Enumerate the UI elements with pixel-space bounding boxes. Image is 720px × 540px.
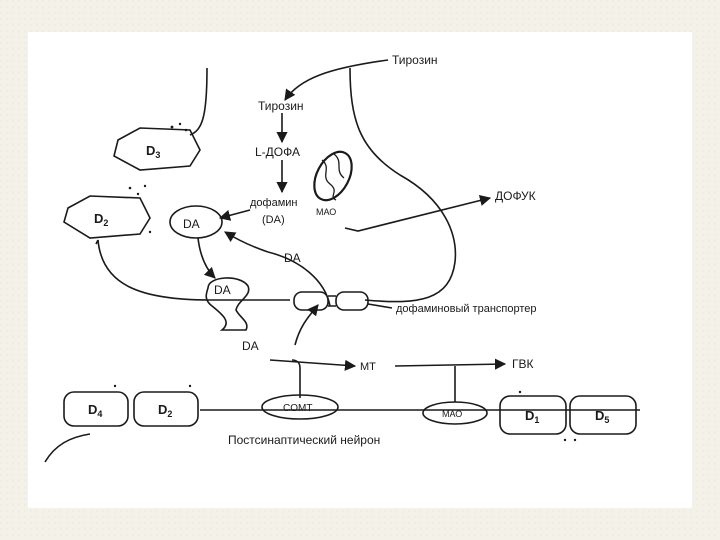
dopamine-vesicle [169,205,223,239]
postsynaptic-neuron-label: Постсинаптический нейрон [228,433,380,447]
d2-postsynaptic-receptor [133,391,199,427]
dopamine-transporter [293,291,369,311]
dopamine-to-vesicle-arrow [218,209,251,221]
gvk-label: ГВК [512,357,534,371]
d4-receptor [63,391,129,427]
mao-to-dofuk-arrow [344,195,492,232]
mt-label: МТ [360,361,376,373]
transporter-label: дофаминовый транспортер [396,303,537,315]
d1-receptor [499,395,567,435]
da-to-mt-arrow [269,359,357,371]
d5-receptor [569,395,637,435]
synaptic-da-label: DA [242,339,259,353]
d5-receptor-label: D5 [595,408,609,425]
mao-inner-label: МАО [316,207,336,217]
comt-label: COMT [283,403,312,414]
comt-enzyme [261,394,339,420]
mao-post-label: МАО [442,409,462,419]
mitochondrion [313,150,353,202]
released-da-vesicle [205,277,250,331]
d2-postsynaptic-receptor-label: D2 [158,402,172,419]
d1-receptor-label: D1 [525,408,539,425]
d3-receptor [113,127,201,171]
released-da-label: DA [214,283,231,297]
dopamine-label: дофамин [250,197,298,209]
comt-link-line [291,359,301,398]
d2-presynaptic-receptor [63,195,151,239]
transporter-leader-line [367,303,393,309]
d4-receptor-label: D4 [88,402,102,419]
mt-to-gvk-arrow [394,358,507,370]
tyrosine-label: Тирозин [258,99,304,113]
postsynaptic-dendrite [44,433,91,463]
dofuk-label: ДОФУК [495,189,536,203]
dopamine-da-label: (DA) [262,214,285,226]
vesicle-da-label: DA [183,217,200,231]
mao-post-enzyme [422,401,488,425]
tyrosine-uptake-arrow [284,59,389,101]
d2-presynaptic-receptor-label: D2 [94,211,108,228]
d3-receptor-label: D3 [146,143,160,160]
reuptake-to-vesicle-arrow [224,231,269,253]
vesicle-release-arrow [197,237,216,279]
diagram-sheet [28,32,692,508]
presynaptic-membrane-left [189,67,208,136]
presynaptic-membrane-bottom [97,239,290,301]
presynaptic-membrane-right [349,67,457,303]
l-dopa-label: L-ДОФА [255,145,300,159]
d2-feedback-line [95,239,99,245]
ligand-dots [113,122,577,442]
tyrosine-external-label: Тирозин [392,53,438,67]
synapse-reuptake-arrow [294,304,319,346]
reuptake-da-label: DA [284,251,301,265]
